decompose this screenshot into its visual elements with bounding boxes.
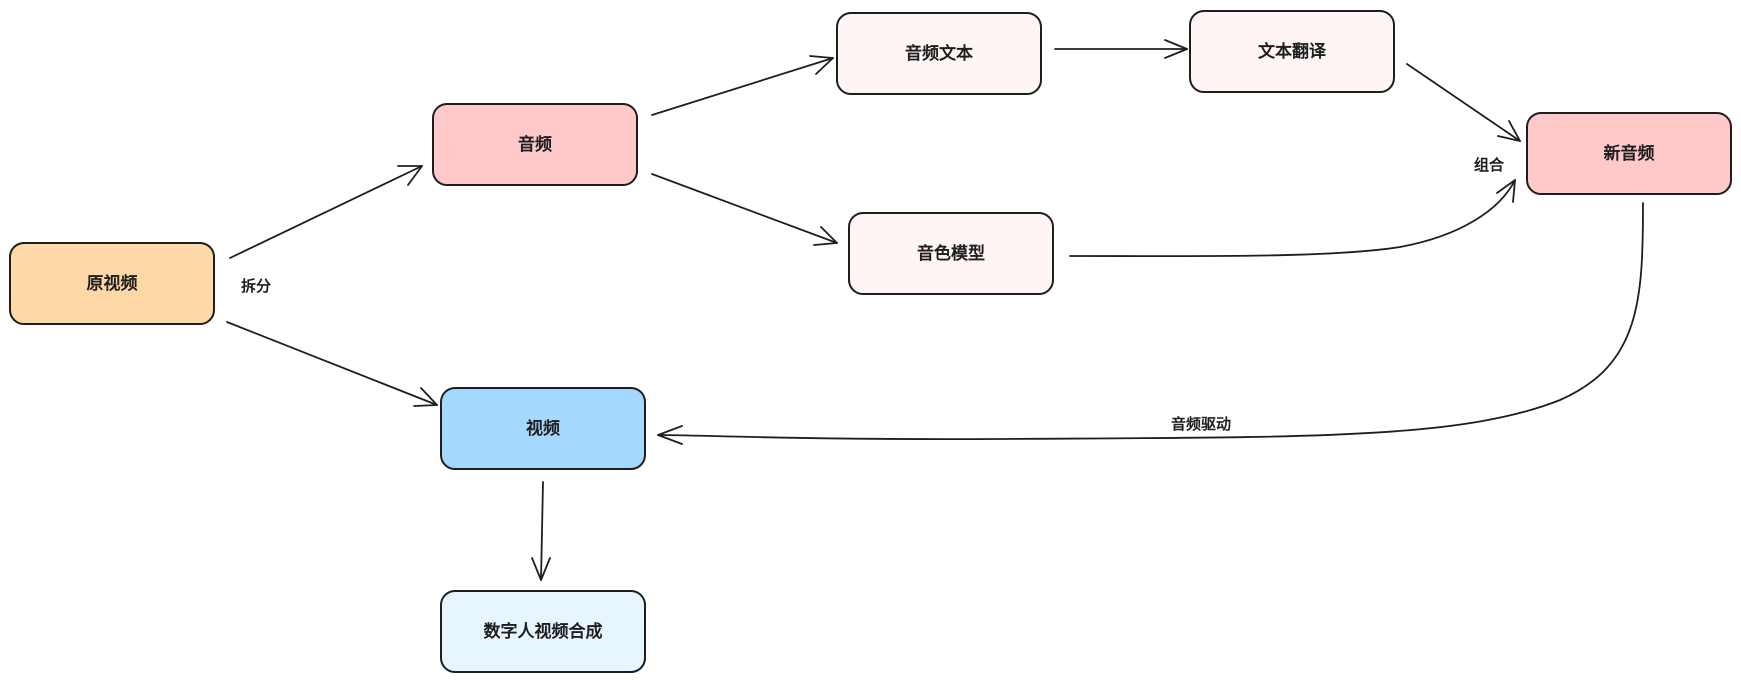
node-box [1526, 112, 1732, 195]
arrowhead-voicemodel-to-newaudio [1496, 179, 1516, 203]
node-box [9, 242, 215, 325]
arrowhead-translation-to-newaudio [1497, 120, 1521, 142]
node-label: 音色模型 [917, 243, 985, 264]
edge-audio-to-audiotext [651, 57, 834, 116]
node-label: 原视频 [87, 273, 138, 294]
edge-newaudio-to-video [657, 202, 1644, 441]
node-box [440, 387, 646, 470]
node-box [440, 590, 646, 673]
node-label: 音频 [518, 134, 552, 155]
node-box [848, 212, 1054, 295]
node-text-translation[interactable]: 文本翻译 [1189, 10, 1395, 93]
edge-original-to-audio [229, 165, 423, 259]
node-voice-model[interactable]: 音色模型 [848, 212, 1054, 295]
edge-label-split: 拆分 [241, 277, 271, 295]
node-box [432, 103, 638, 186]
edge-original-to-video [226, 321, 438, 406]
node-audio-text[interactable]: 音频文本 [836, 12, 1042, 95]
node-label: 文本翻译 [1258, 41, 1327, 62]
arrowhead-audio-to-audiotext [809, 55, 834, 75]
node-label: 数字人视频合成 [484, 621, 603, 642]
node-label: 视频 [526, 418, 560, 439]
node-label: 新音频 [1604, 143, 1655, 164]
edge-audio-to-voicemodel [651, 173, 838, 244]
arrowhead-audio-to-voicemodel [813, 226, 838, 246]
edges [226, 39, 1644, 581]
arrowhead-original-to-audio [397, 165, 423, 186]
node-new-audio[interactable]: 新音频 [1526, 112, 1732, 195]
node-box [1189, 10, 1395, 93]
node-video[interactable]: 视频 [440, 387, 646, 470]
node-original-video[interactable]: 原视频 [9, 242, 215, 325]
edge-label-audio-driven: 音频驱动 [1171, 415, 1231, 433]
arrowhead-video-to-digitalhuman [531, 557, 551, 581]
edge-translation-to-newaudio [1406, 63, 1521, 142]
edge-label-combine: 组合 [1474, 156, 1505, 174]
node-box [836, 12, 1042, 95]
arrowhead-original-to-video [413, 387, 438, 407]
node-audio[interactable]: 音频 [432, 103, 638, 186]
node-digital-human[interactable]: 数字人视频合成 [440, 590, 646, 673]
edge-video-to-digitalhuman [540, 481, 544, 581]
arrowhead-audiotext-to-translation [1164, 39, 1188, 59]
node-label: 音频文本 [905, 43, 973, 64]
edge-voicemodel-to-newaudio [1069, 179, 1516, 258]
arrowhead-newaudio-to-video [657, 425, 683, 445]
